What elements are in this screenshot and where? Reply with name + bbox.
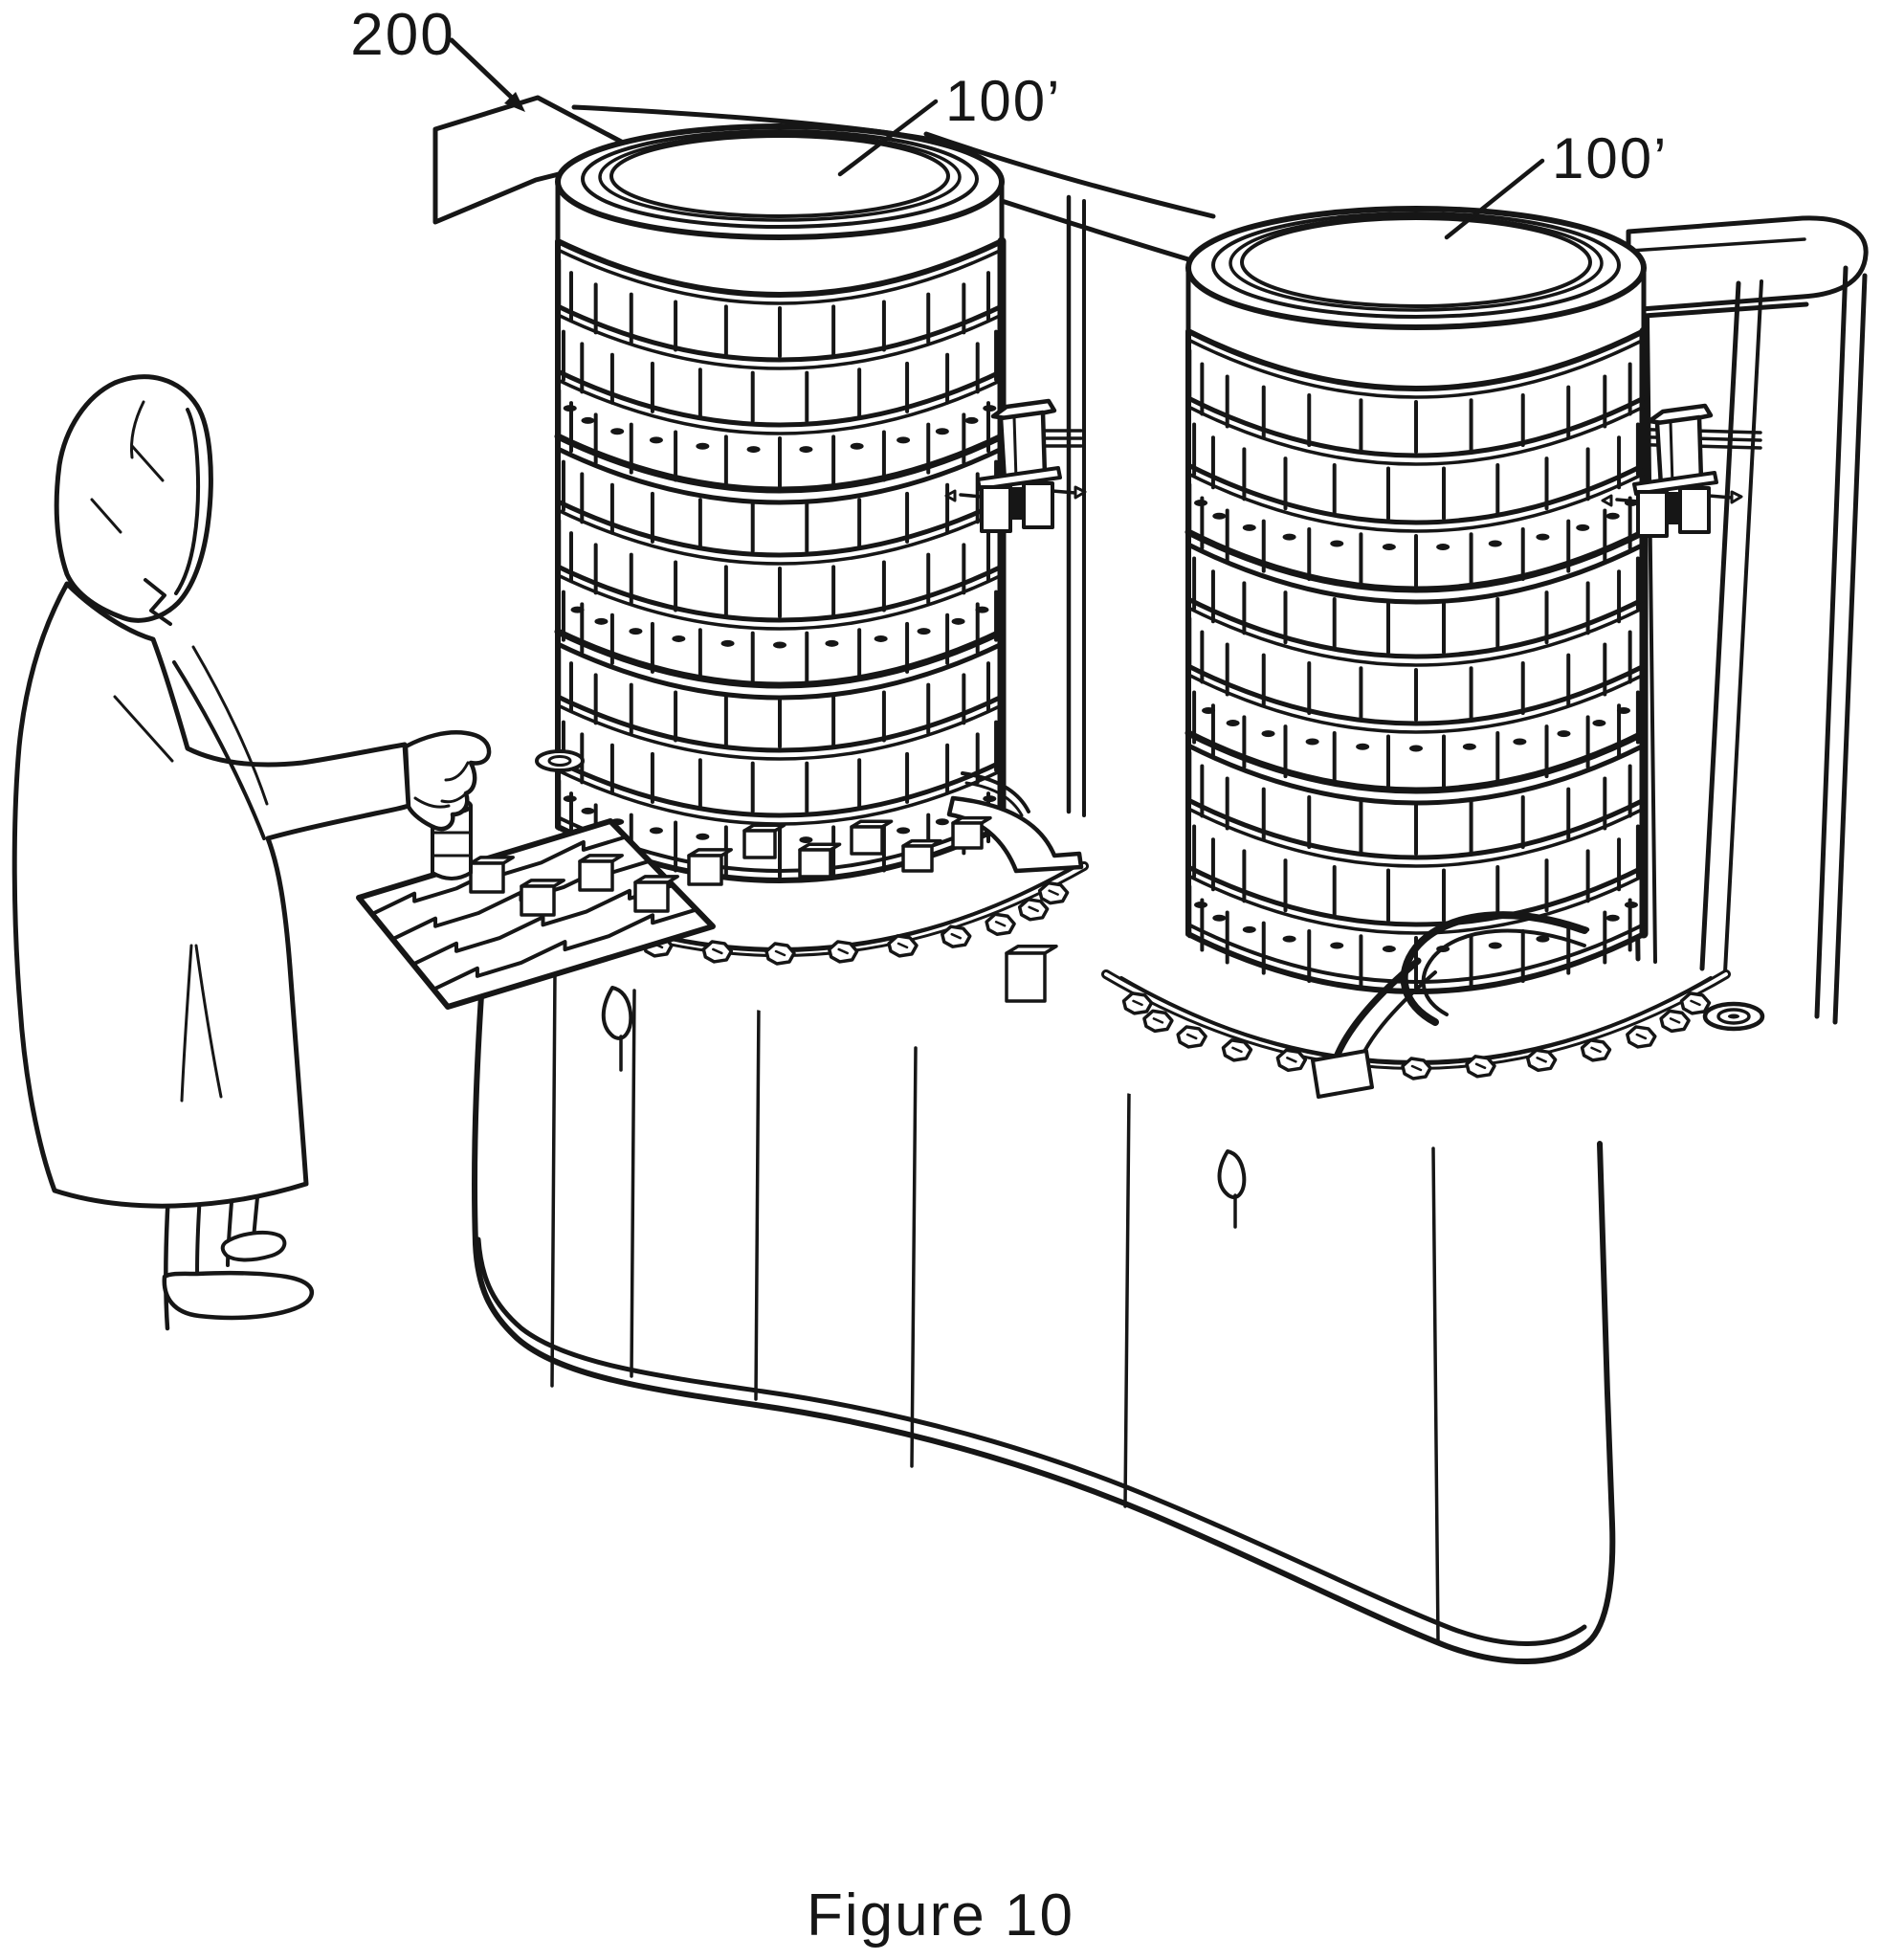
lab-coat xyxy=(11,581,411,1209)
ref-leader-100-right xyxy=(1444,158,1545,240)
ref-label-100-right: 100’ xyxy=(1552,126,1668,190)
vial-cassettes xyxy=(469,815,1058,1003)
vial-carousels xyxy=(471,123,1731,1080)
counter-grommet-left xyxy=(535,749,585,772)
annotations: 200 100’ 100’ Figure 10 xyxy=(350,2,1668,1949)
robotic-grippers xyxy=(944,398,1743,538)
ref-label-100-left: 100’ xyxy=(945,69,1061,133)
counter-grommet-right xyxy=(1702,1001,1765,1032)
operator xyxy=(11,374,492,1331)
shoe-front xyxy=(162,1270,315,1321)
counter-items xyxy=(356,749,1765,1229)
bracket-arms xyxy=(946,771,1588,1099)
figure-caption: Figure 10 xyxy=(807,1882,1074,1949)
shoe-back xyxy=(220,1230,287,1262)
ref-arrow-200 xyxy=(449,37,525,112)
ref-leader-100-left xyxy=(837,99,939,177)
counter-hook-left xyxy=(601,986,633,1072)
right-cap-slab xyxy=(1626,215,1869,313)
ref-label-200: 200 xyxy=(350,2,454,68)
counter-hook-right xyxy=(1217,1149,1247,1229)
pedestal-cabinet xyxy=(471,964,1616,1665)
